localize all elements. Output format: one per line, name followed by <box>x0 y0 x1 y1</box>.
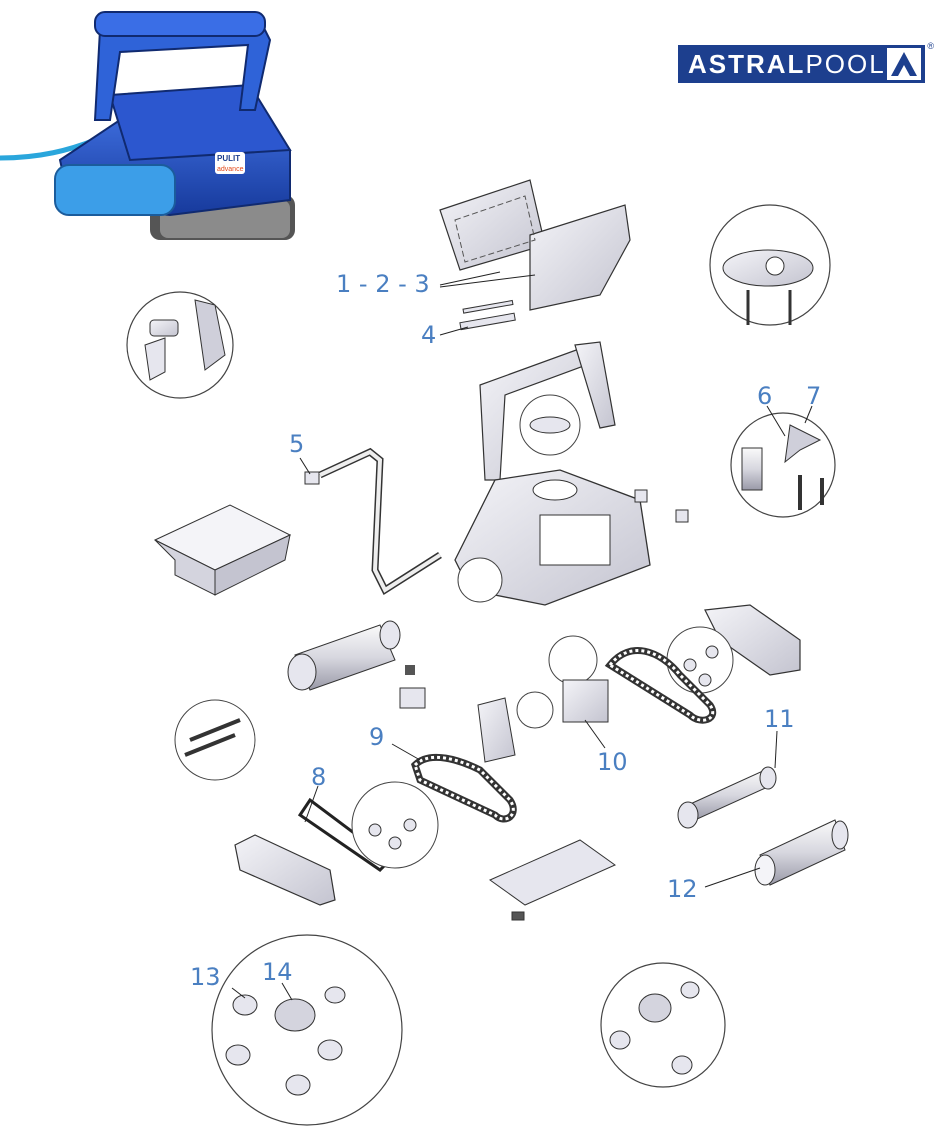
callout-11: 11 <box>764 705 795 733</box>
callout-1-2-3: 1 - 2 - 3 <box>336 270 430 298</box>
callout-14: 14 <box>262 958 293 986</box>
callout-8: 8 <box>311 763 327 791</box>
leader-lines <box>231 271 813 1001</box>
brand-bold: ASTRAL <box>688 48 806 79</box>
pump-motor <box>516 635 609 729</box>
callout-9: 9 <box>369 723 385 751</box>
axle-shaft <box>677 766 777 829</box>
callout-7: 7 <box>806 382 822 410</box>
drive-motor <box>399 665 516 763</box>
product-label-line1: PULIT <box>217 154 240 163</box>
roller-sleeve <box>754 819 849 886</box>
power-supply <box>153 504 292 596</box>
side-panel-left <box>234 834 336 906</box>
filter-baskets <box>439 179 631 311</box>
roller-brush <box>287 620 401 691</box>
detail-circle-pulleys-left <box>211 934 403 1126</box>
track-belt-right <box>604 647 716 724</box>
callout-6: 6 <box>757 382 773 410</box>
callout-10: 10 <box>597 748 628 776</box>
detail-circle-impeller <box>730 412 836 518</box>
base-plate <box>488 839 617 921</box>
brand-light: POOL <box>805 48 886 79</box>
robot-body-housing <box>454 469 689 606</box>
detail-circle-cover-clips <box>126 291 234 399</box>
registered-mark: ® <box>927 41 934 51</box>
hose-swivel <box>304 447 442 596</box>
filter-bar <box>459 299 516 331</box>
callout-12: 12 <box>667 875 698 903</box>
callout-5: 5 <box>289 430 305 458</box>
robot-product-image: PULIT advance <box>0 11 295 240</box>
drive-belt <box>297 781 439 872</box>
astralpool-logo: ASTRALPOOL ® <box>678 41 934 83</box>
detail-circle-pulleys-right <box>600 962 726 1088</box>
track-belt-left <box>410 753 517 823</box>
detail-circle-top-cover <box>709 204 831 326</box>
product-label-line2: advance <box>217 166 244 173</box>
triangle-logo-icon <box>887 48 921 80</box>
handle <box>479 341 616 481</box>
callout-4: 4 <box>421 321 437 349</box>
callout-13: 13 <box>190 963 221 991</box>
detail-circle-shafts <box>174 699 256 781</box>
